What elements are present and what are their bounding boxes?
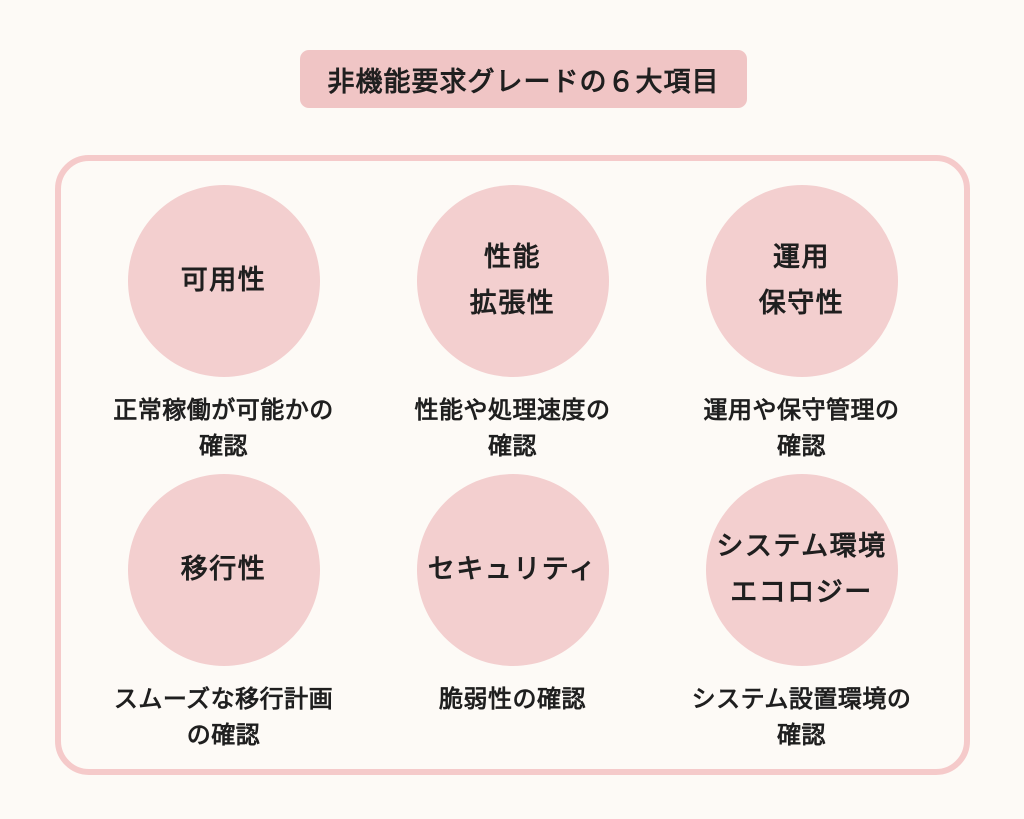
grade-item-system-environment-ecology: システム環境エコロジー システム設置環境の確認 [657, 474, 946, 763]
item-label-line: エコロジー [730, 577, 873, 607]
item-description-line: 運用や保守管理の [703, 397, 900, 424]
item-description-line: スムーズな移行計画 [113, 686, 334, 713]
grade-item-performance-scalability: 性能拡張性 性能や処理速度の確認 [368, 185, 657, 474]
item-description: 運用や保守管理の確認 [704, 393, 900, 465]
item-label-line: セキュリティ [427, 554, 598, 585]
item-description: 性能や処理速度の確認 [415, 393, 611, 465]
item-description: 脆弱性の確認 [439, 682, 586, 718]
item-description-line: 確認 [488, 433, 537, 460]
item-circle: 性能拡張性 [416, 185, 609, 377]
item-description-line: の確認 [186, 722, 261, 749]
item-label-line: 可用性 [180, 265, 267, 296]
item-description-line: 確認 [777, 722, 826, 749]
item-description: スムーズな移行計画の確認 [114, 682, 333, 754]
item-description-line: 確認 [199, 433, 248, 460]
item-label-line: 移行性 [180, 554, 267, 585]
grade-item-operation-maintainability: 運用保守性 運用や保守管理の確認 [657, 185, 946, 474]
grade-item-migratability: 移行性 スムーズな移行計画の確認 [79, 474, 368, 763]
item-circle: 移行性 [127, 474, 320, 666]
diagram-title: 非機能要求グレードの６大項目 [300, 50, 747, 108]
grade-item-availability: 可用性 正常稼働が可能かの確認 [79, 185, 368, 474]
item-description-line: 正常稼働が可能かの [113, 397, 334, 424]
item-circle: システム環境エコロジー [705, 474, 898, 666]
item-description: 正常稼働が可能かの確認 [113, 393, 334, 465]
item-label-line: 拡張性 [469, 288, 556, 318]
item-circle: セキュリティ [416, 474, 609, 666]
item-label-line: 運用 [773, 242, 830, 273]
items-panel: 可用性 正常稼働が可能かの確認 性能拡張性 性能や処理速度の確認 運用保守性 運… [55, 155, 970, 775]
item-label-line: 保守性 [758, 288, 845, 318]
item-description-line: 性能や処理速度の [414, 397, 611, 424]
grade-item-security: セキュリティ 脆弱性の確認 [368, 474, 657, 763]
item-circle: 可用性 [127, 185, 320, 377]
item-description-line: システム設置環境の [691, 686, 912, 713]
item-circle: 運用保守性 [705, 185, 898, 377]
item-label-line: システム環境 [716, 531, 887, 562]
item-label-line: 性能 [484, 242, 541, 273]
item-description-line: 脆弱性の確認 [439, 686, 586, 713]
item-description-line: 確認 [777, 433, 826, 460]
item-description: システム設置環境の確認 [692, 682, 912, 754]
